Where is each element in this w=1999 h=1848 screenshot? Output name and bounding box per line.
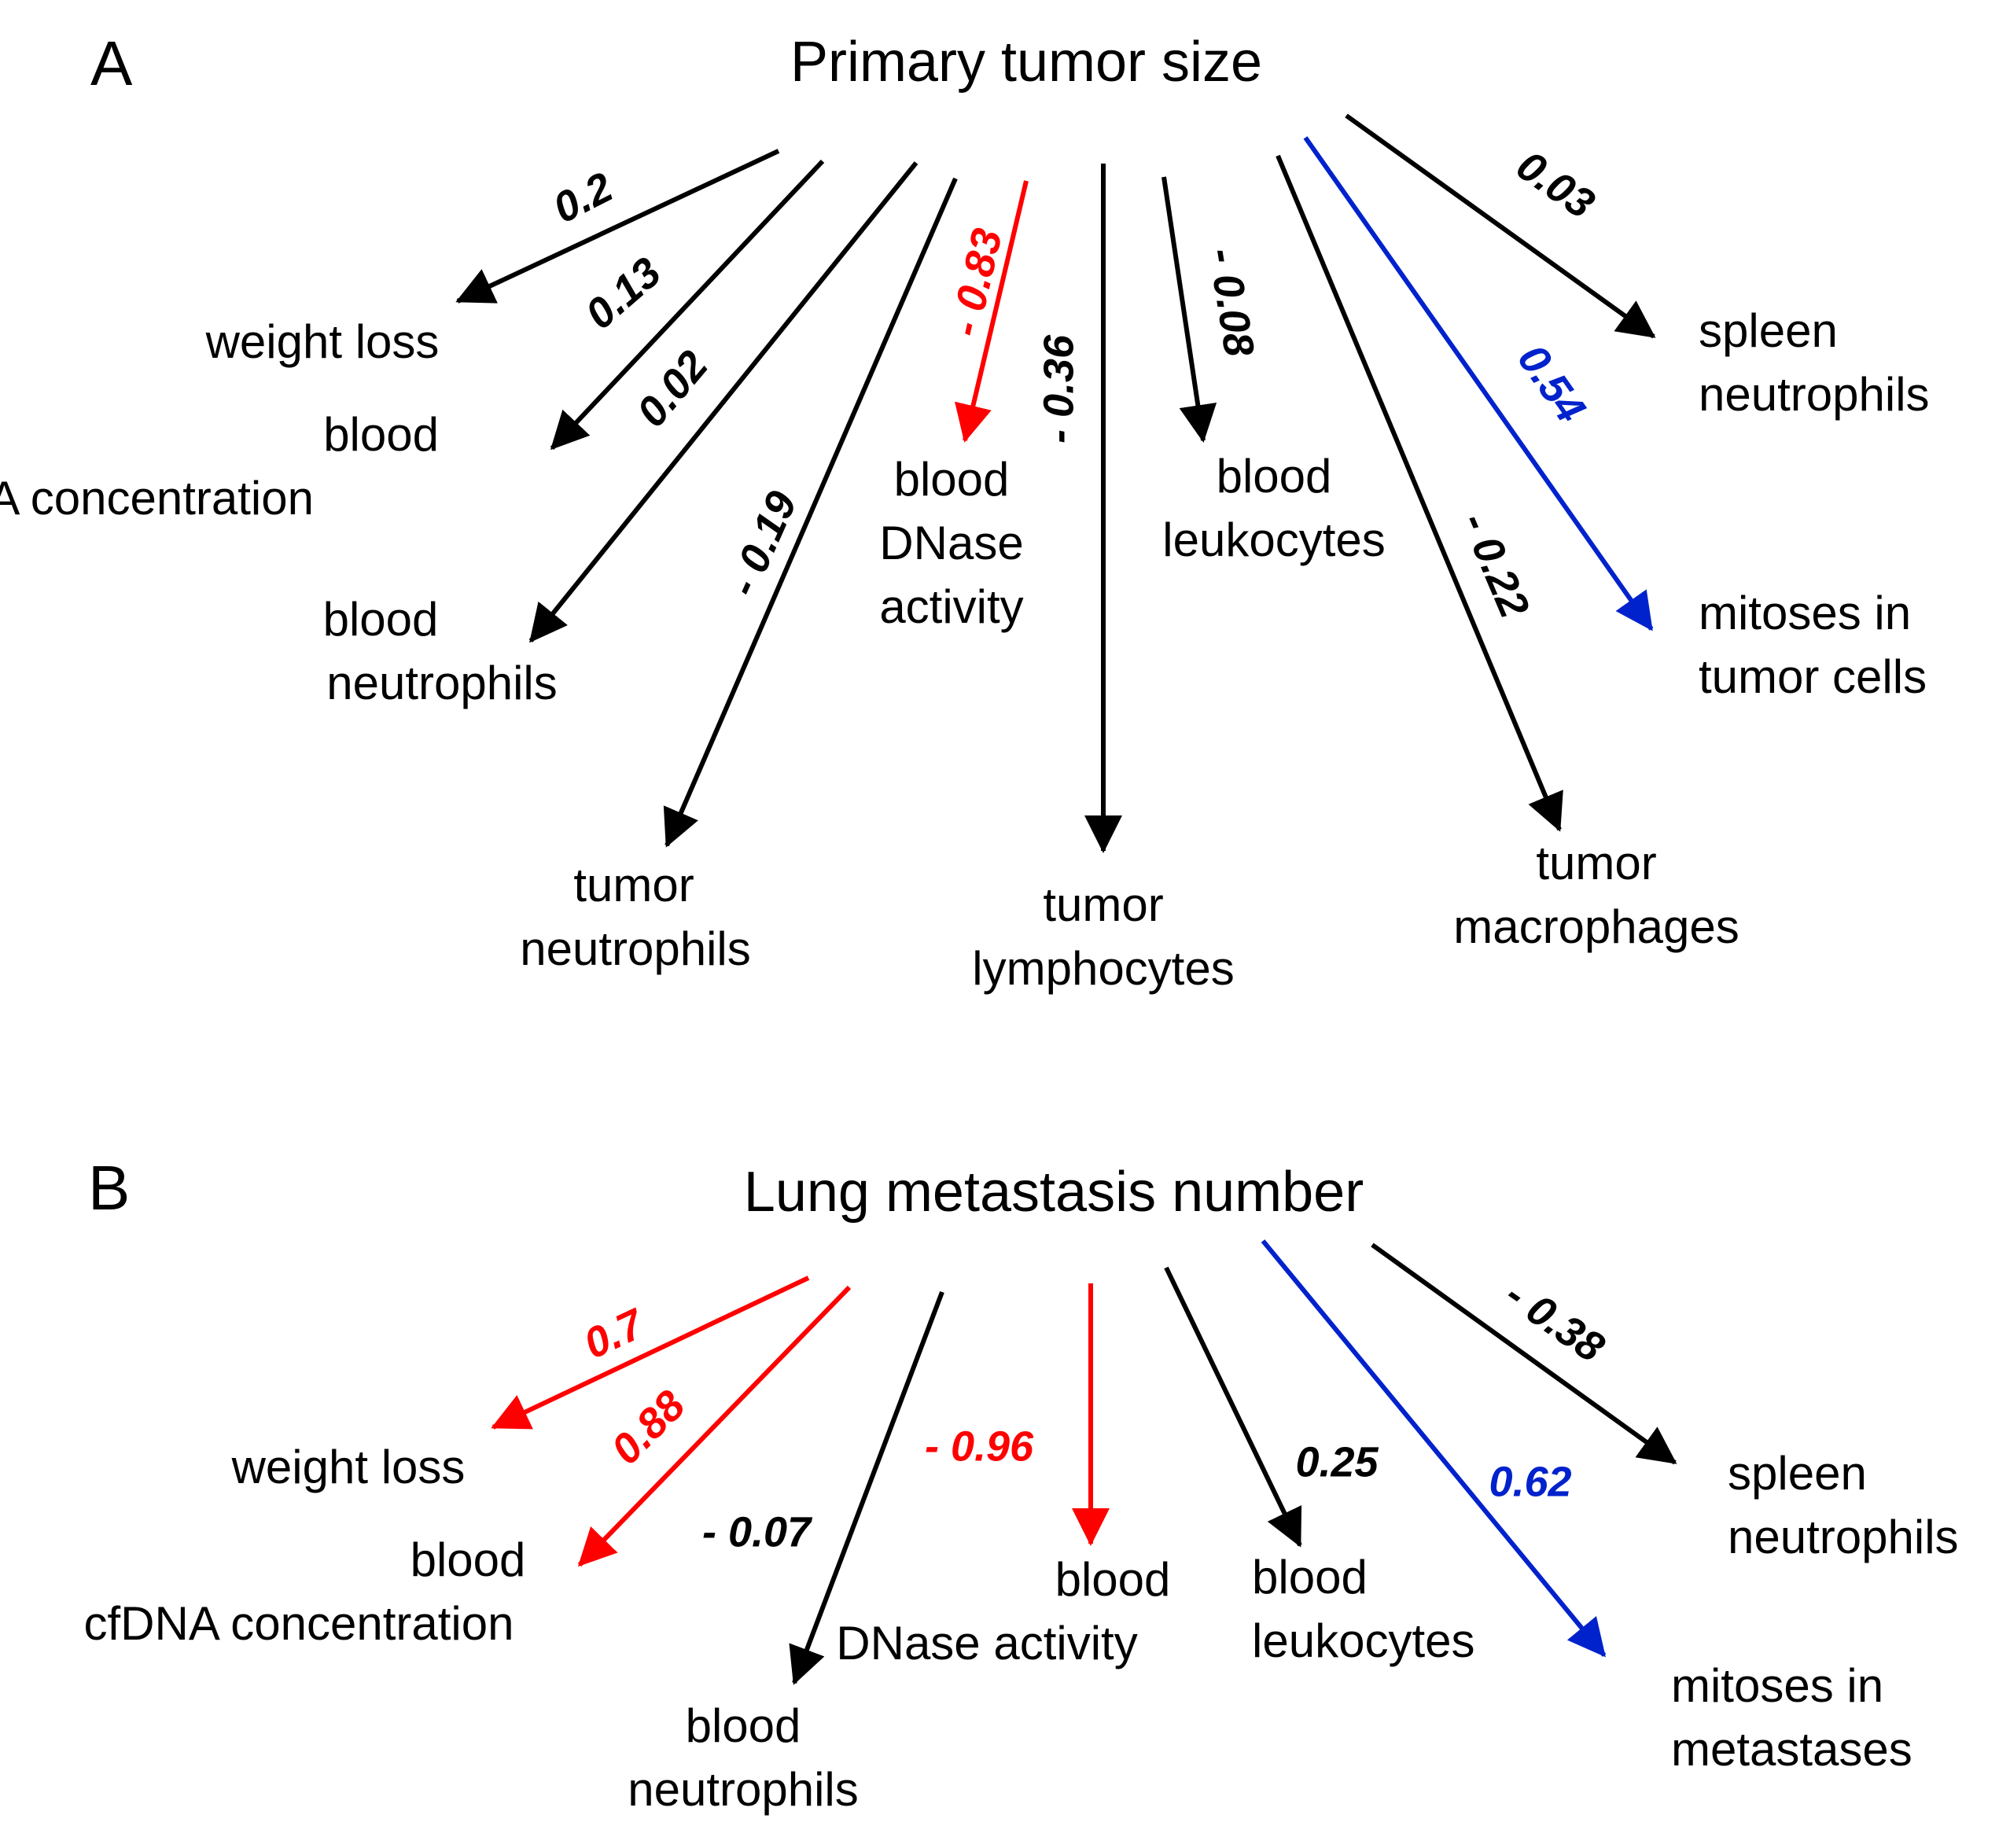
node-label: neutrophils (520, 922, 751, 975)
node-label: weight loss (231, 1441, 466, 1493)
node-label: blood (1252, 1551, 1368, 1603)
arrow-blood-neutrophils (789, 1290, 944, 1685)
arrow-blood-neutrophils (528, 161, 919, 643)
node-label: DNase activity (836, 1617, 1137, 1669)
arrow-blood-dnase-activity (954, 180, 1029, 443)
node-label: spleen (1699, 304, 1838, 357)
node-label: leukocytes (1162, 514, 1385, 566)
node-label: blood (410, 1533, 526, 1586)
node-label: neutrophils (326, 657, 558, 709)
correlation-value: - 0.08 (1199, 245, 1263, 360)
panel-a-title: Primary tumor size (790, 31, 1262, 94)
panel-a: A Primary tumor size 0.2 weight loss 0.13 b… (0, 28, 1930, 995)
node-label: cfDNA concentration (0, 472, 314, 525)
node-label: blood (323, 593, 439, 646)
node-label: blood (1055, 1553, 1171, 1606)
node-label: DNase (879, 517, 1023, 569)
arrow-spleen-neutrophils (1371, 1242, 1677, 1465)
correlation-value: 0.03 (1508, 142, 1603, 227)
edge-a-tumor-lymphocytes: - 0.36 tumor lymphocytes (972, 164, 1235, 995)
correlation-value: 0.25 (1295, 1438, 1379, 1485)
arrow-blood-leukocytes (1161, 176, 1217, 443)
correlation-value: - 0.36 (1035, 334, 1082, 444)
node-label: tumor (1536, 837, 1656, 889)
node-label: neutrophils (1699, 368, 1930, 421)
arrow-mitoses-in-metastases (1261, 1239, 1607, 1658)
edge-b-mitoses-in-metastases: 0.62 mitoses in metastases (1261, 1239, 1912, 1776)
node-label: mitoses in (1699, 587, 1911, 639)
node-label: blood (323, 408, 439, 461)
arrow-tumor-neutrophils (663, 177, 958, 848)
node-label: metastases (1671, 1723, 1912, 1776)
panel-a-letter: A (90, 28, 133, 98)
node-label: neutrophils (1728, 1511, 1959, 1563)
arrow-weight-loss (491, 1276, 810, 1430)
correlation-value: - 0.19 (719, 484, 806, 603)
arrow-spleen-neutrophils (1345, 113, 1656, 339)
arrow-blood-cfdna-concentration (577, 1285, 852, 1567)
correlation-value: 0.62 (1489, 1458, 1571, 1505)
node-label: mitoses in (1671, 1659, 1883, 1712)
node-label: activity (879, 580, 1023, 633)
node-label: tumor (1043, 878, 1163, 931)
node-label: neutrophils (628, 1763, 859, 1816)
panel-b-letter: B (88, 1153, 130, 1223)
correlation-value: - 0.38 (1496, 1271, 1613, 1371)
edge-a-weight-loss: 0.2 weight loss (205, 149, 780, 368)
arrow-weight-loss (455, 149, 780, 304)
correlation-value: 0.54 (1508, 337, 1594, 432)
arrow-tumor-macrophages (1276, 154, 1563, 832)
node-label: blood (686, 1699, 801, 1752)
edge-a-blood-leukocytes: - 0.08 blood leukocytes (1161, 176, 1386, 566)
node-label: weight loss (205, 315, 440, 368)
node-label: leukocytes (1252, 1614, 1474, 1667)
edge-b-blood-neutrophils: - 0.07 blood neutrophils (628, 1290, 944, 1816)
node-label: blood (894, 453, 1010, 506)
node-label: tumor (573, 859, 694, 911)
correlation-value: 0.13 (576, 248, 670, 338)
panel-b-title: Lung metastasis number (744, 1161, 1364, 1224)
node-label: lymphocytes (972, 942, 1234, 995)
arrow-blood-leukocytes (1164, 1266, 1302, 1548)
correlation-value: - 0.96 (925, 1423, 1034, 1470)
node-label: cfDNA concentration (84, 1597, 514, 1650)
node-label: macrophages (1453, 900, 1739, 953)
edge-b-spleen-neutrophils: - 0.38 spleen neutrophils (1371, 1242, 1959, 1563)
node-label: blood (1217, 450, 1332, 502)
correlation-value: - 0.07 (702, 1508, 813, 1555)
arrow-mitoses-in-tumor-cells (1303, 136, 1654, 631)
correlation-value: 0.2 (546, 164, 620, 233)
edge-a-spleen-neutrophils: 0.03 spleen neutrophils (1345, 113, 1930, 421)
node-label: spleen (1728, 1447, 1867, 1500)
edge-a-mitoses-in-tumor-cells: 0.54 mitoses in tumor cells (1303, 136, 1927, 703)
node-label: tumor cells (1699, 650, 1927, 703)
arrow-blood-cfdna-concentration (550, 159, 825, 451)
edge-b-blood-leukocytes: 0.25 blood leukocytes (1164, 1266, 1474, 1667)
